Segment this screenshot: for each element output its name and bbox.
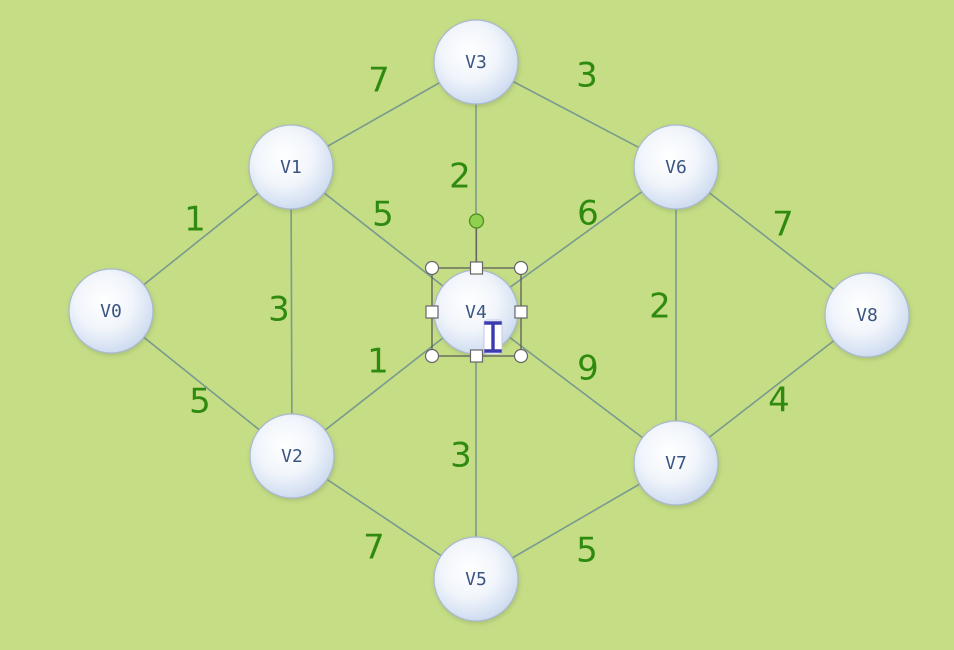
node-circle[interactable] <box>633 420 719 506</box>
node-label: V2 <box>281 446 303 467</box>
node-v0[interactable]: V0 <box>68 268 154 354</box>
node-v4[interactable]: V4 <box>433 269 519 355</box>
node-label: V6 <box>665 157 687 178</box>
edge-weight-v3-v4: 2 <box>449 157 471 197</box>
resize-handle-s[interactable] <box>469 349 484 363</box>
edge-weight-v3-v6: 3 <box>576 56 598 96</box>
resize-handle-se[interactable] <box>513 348 529 364</box>
edge-weight-v0-v1: 1 <box>184 200 206 240</box>
edge-weight-v2-v4: 1 <box>367 342 389 382</box>
edge-weight-v6-v8: 7 <box>772 205 794 245</box>
edge-weight-v7-v8: 4 <box>768 381 790 421</box>
node-label: V1 <box>280 157 302 178</box>
node-circle[interactable] <box>824 272 910 358</box>
resize-handle-e[interactable] <box>514 305 528 319</box>
selection-frame[interactable] <box>424 213 529 364</box>
edge-weight-v6-v7: 2 <box>649 287 671 327</box>
node-v6[interactable]: V6 <box>633 124 719 210</box>
node-label: V5 <box>465 569 487 590</box>
edge-weights-layer: 1 5 3 7 5 1 7 2 3 3 6 9 5 2 7 4 <box>184 56 794 571</box>
edge-weight-v4-v7: 9 <box>577 349 599 389</box>
node-v7[interactable]: V7 <box>633 420 719 506</box>
edge-weight-v5-v7: 5 <box>576 531 598 571</box>
node-circle[interactable] <box>249 413 335 499</box>
edge-weight-v1-v4: 5 <box>372 195 394 235</box>
resize-handle-nw[interactable] <box>424 260 440 276</box>
node-v3[interactable]: V3 <box>433 19 519 105</box>
node-circle[interactable] <box>633 124 719 210</box>
edge-weight-v1-v2: 3 <box>268 290 290 330</box>
edge-weight-v4-v6: 6 <box>577 194 599 234</box>
node-label: V4 <box>465 302 487 323</box>
resize-handle-ne[interactable] <box>513 260 529 276</box>
edge-v1-v2[interactable] <box>290 166 293 457</box>
resize-handle-sw[interactable] <box>424 348 440 364</box>
node-circle[interactable] <box>68 268 154 354</box>
node-label: V7 <box>665 453 687 474</box>
node-label: V8 <box>856 305 878 326</box>
edge-weight-v0-v2: 5 <box>189 382 211 422</box>
resize-handle-n[interactable] <box>469 261 484 275</box>
rotate-handle[interactable] <box>468 213 485 229</box>
edge-weight-v4-v5: 3 <box>450 436 472 476</box>
node-label: V3 <box>465 52 487 73</box>
node-label: V0 <box>100 301 122 322</box>
node-v1[interactable]: V1 <box>248 124 334 210</box>
node-circle[interactable] <box>248 124 334 210</box>
node-circle[interactable] <box>433 19 519 105</box>
node-v8[interactable]: V8 <box>824 272 910 358</box>
edge-weight-v2-v5: 7 <box>363 528 385 568</box>
resize-handle-w[interactable] <box>425 305 439 319</box>
node-v2[interactable]: V2 <box>249 413 335 499</box>
node-v5[interactable]: V5 <box>433 536 519 622</box>
node-circle[interactable] <box>433 536 519 622</box>
text-cursor-icon <box>483 319 503 355</box>
edge-weight-v1-v3: 7 <box>368 61 390 101</box>
